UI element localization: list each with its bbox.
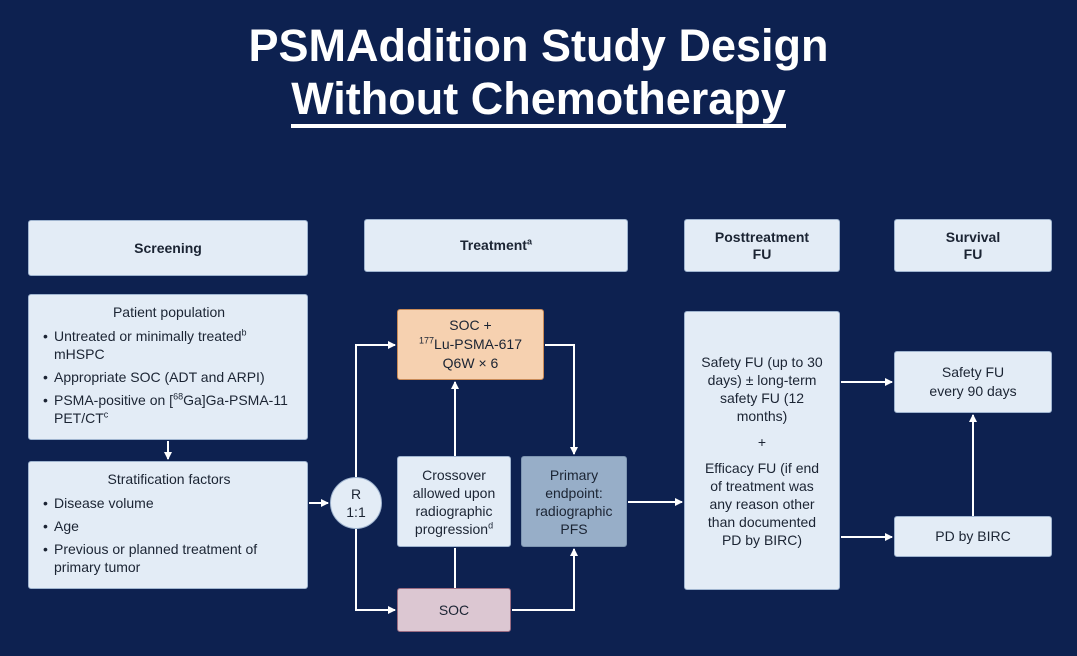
header-treatment-text: Treatment: [460, 237, 527, 253]
arrow-soc-to-endpoint: [512, 548, 578, 611]
plus-sign: +: [757, 433, 767, 450]
crossover-sup: d: [488, 519, 494, 530]
population-item1-sup: b: [241, 327, 247, 338]
header-posttreatment-line2: FU: [752, 245, 772, 262]
soc-arm-box: SOC: [397, 588, 511, 632]
posttreatment-fu-box: Safety FU (up to 30 days) ± long-term sa…: [684, 311, 840, 590]
stratification-list: Disease volume Age Previous or planned t…: [41, 494, 297, 576]
randomization-label: R: [350, 486, 362, 502]
efficacy-fu-text: Efficacy FU (if end of treatment was any…: [704, 459, 820, 548]
slide-title-line2: Without Chemotherapy: [0, 73, 1077, 128]
stratification-item: Disease volume: [41, 494, 297, 512]
lu-arm-line3: Q6W × 6: [442, 355, 499, 371]
stratification-box: Stratification factors Disease volume Ag…: [28, 461, 308, 589]
arrow-lu-arm-to-endpoint: [545, 344, 578, 455]
crossover-text: Crossover allowed upon radiographic prog…: [404, 466, 504, 538]
lu-psma-arm-box: SOC + 177Lu-PSMA-617 Q6W × 6: [397, 309, 544, 380]
population-item3-sup2: c: [103, 409, 109, 420]
primary-endpoint-box: Primary endpoint: radiographic PFS: [521, 456, 627, 547]
header-screening-label: Screening: [134, 239, 202, 256]
header-survival-line1: Survival: [945, 228, 1001, 245]
lu-arm-drug: Lu-PSMA-617: [434, 336, 522, 352]
survival-safety-line2: every 90 days: [929, 383, 1017, 399]
patient-population-list: Untreated or minimally treatedb mHSPC Ap…: [41, 327, 297, 427]
lu-arm-line1: SOC +: [449, 317, 492, 333]
crossover-box: Crossover allowed upon radiographic prog…: [397, 456, 511, 547]
population-item1-text: Untreated or minimally treated: [54, 328, 242, 344]
pd-birc-label: PD by BIRC: [935, 528, 1011, 544]
crossover-text-body: Crossover allowed upon radiographic prog…: [412, 466, 496, 537]
stratification-title: Stratification factors: [107, 471, 231, 487]
stratification-item: Age: [41, 517, 297, 535]
patient-population-box: Patient population Untreated or minimall…: [28, 294, 308, 440]
population-item: Untreated or minimally treatedb mHSPC: [41, 327, 297, 363]
stratification-item: Previous or planned treatment of primary…: [41, 540, 297, 576]
soc-arm-label: SOC: [438, 601, 470, 618]
slide-title-underlined: Without Chemotherapy: [291, 73, 786, 128]
pd-birc-box: PD by BIRC: [894, 516, 1052, 557]
header-screening: Screening: [28, 220, 308, 276]
lu-arm-line2: 177Lu-PSMA-617: [419, 335, 522, 354]
lu-arm-isotope-sup: 177: [419, 335, 435, 346]
endpoint-line2: endpoint:: [545, 484, 603, 501]
header-posttreatment-line1: Posttreatment: [714, 228, 810, 245]
arrow-randomization-to-lu-arm: [355, 341, 396, 477]
endpoint-line3: radiographic: [535, 502, 613, 519]
population-item3-sup1: 68: [173, 391, 184, 402]
header-survival-line2: FU: [963, 245, 983, 262]
randomization-circle: R 1:1: [330, 477, 382, 529]
patient-population-title: Patient population: [112, 304, 226, 320]
randomization-ratio: 1:1: [346, 504, 366, 520]
population-item1-text2: mHSPC: [54, 346, 105, 362]
population-item3-text: PSMA-positive on [: [54, 392, 174, 408]
endpoint-line1: Primary: [549, 466, 599, 483]
header-treatment-sup: a: [526, 236, 532, 247]
header-treatment: Treatmenta: [364, 219, 628, 272]
survival-safety-line1: Safety FU: [941, 364, 1005, 380]
arrow-randomization-to-soc: [355, 529, 396, 614]
population-item3-text2: Ga]Ga-PSMA-11 PET/CT: [54, 392, 288, 426]
endpoint-line4: PFS: [560, 520, 588, 537]
header-survival: Survival FU: [894, 219, 1052, 272]
population-item: PSMA-positive on [68Ga]Ga-PSMA-11 PET/CT…: [41, 391, 297, 427]
slide-title-line1: PSMAddition Study Design: [248, 20, 829, 71]
population-item: Appropriate SOC (ADT and ARPI): [41, 368, 297, 386]
safety-fu-text: Safety FU (up to 30 days) ± long-term sa…: [701, 353, 823, 424]
header-treatment-label: Treatmenta: [460, 237, 532, 254]
header-posttreatment: Posttreatment FU: [684, 219, 840, 272]
survival-safety-fu-box: Safety FU every 90 days: [894, 351, 1052, 413]
